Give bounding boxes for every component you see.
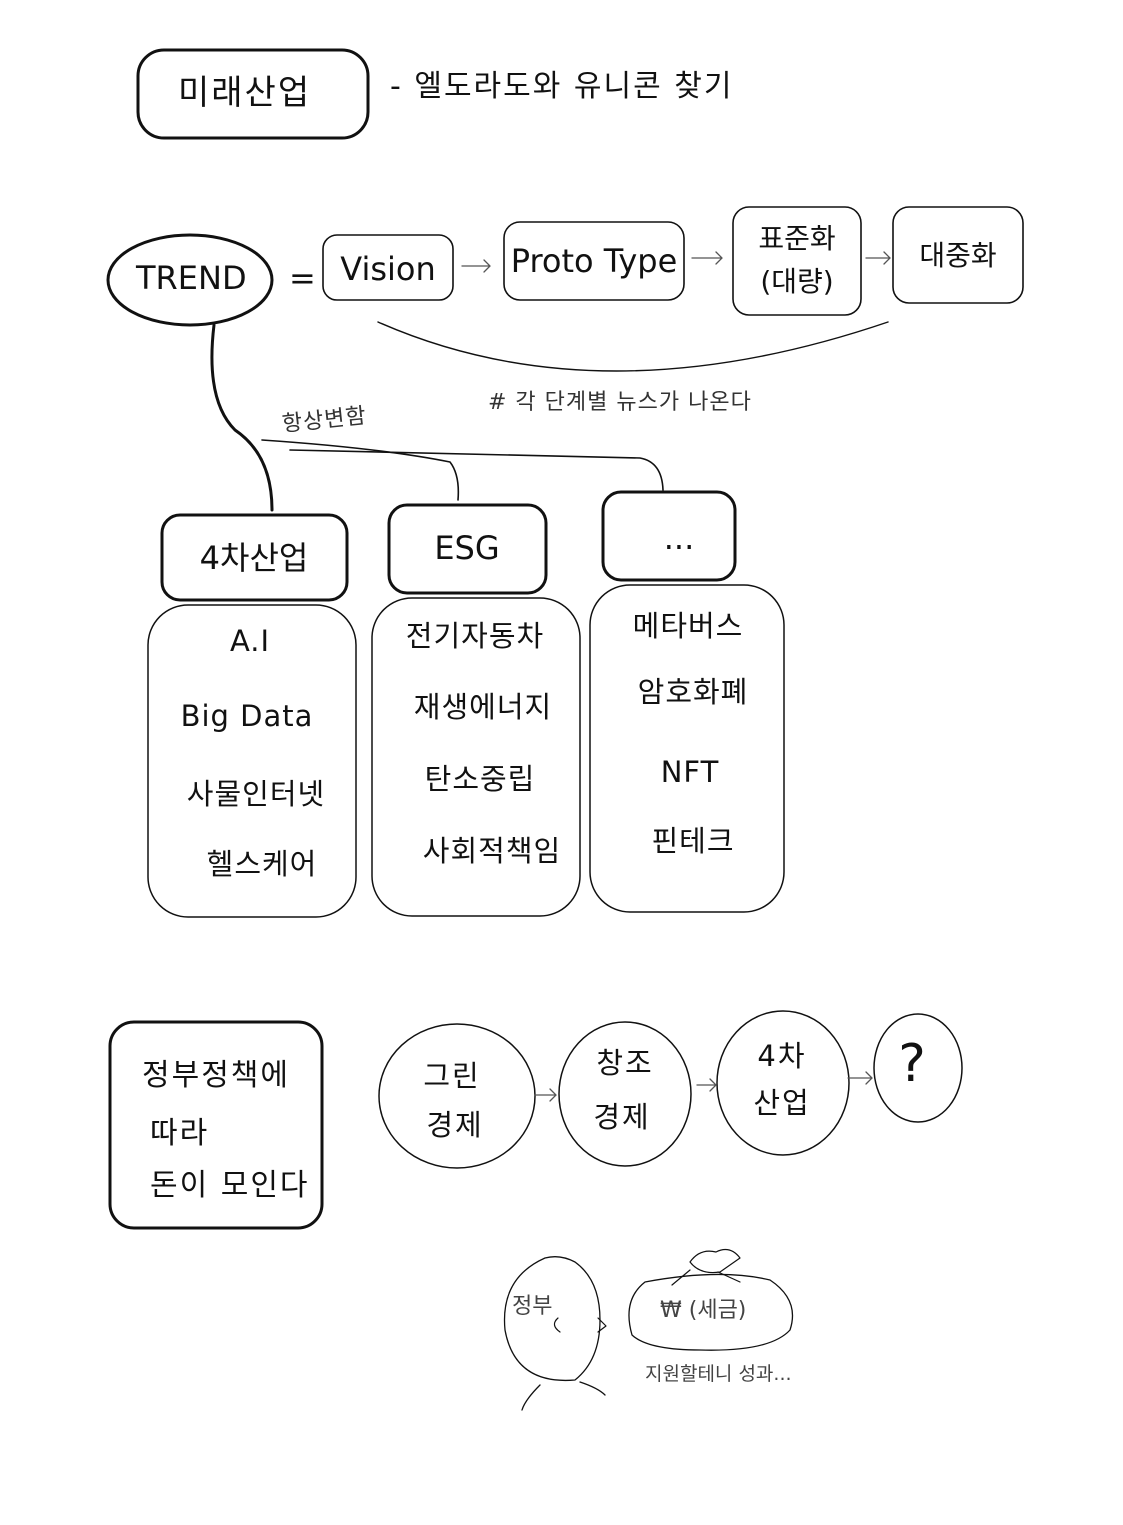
economy-circle-creative [558,1021,692,1167]
items-box-4th [147,604,357,918]
government-line-1: 정부정책에 [142,1058,290,1093]
economy-arrows [534,1071,873,1102]
category-title-more: ... [663,519,695,557]
government-line-3: 돈이 모인다 [150,1168,310,1203]
list-item: 핀테크 [651,824,735,858]
money-bag [628,1273,794,1351]
stage-box-standard [732,206,862,316]
list-item: Big Data [180,699,314,733]
economy-4th-line-2: 산업 [753,1086,811,1120]
economy-question: ? [898,1034,926,1094]
person-nose [597,1317,607,1333]
caption: 지원할테니 성과... [645,1363,792,1385]
trend-equals: = [289,259,316,297]
economy-circle-4th [716,1010,850,1156]
economy-circle-question [873,1013,963,1123]
stage-label-standard: 표준화 [758,222,836,255]
tree-branch [261,439,460,501]
economy-green-line-1: 그린 [423,1059,481,1093]
person-label: 정부 [512,1294,553,1319]
person-body [521,1381,606,1411]
list-item: 사회적책임 [422,834,562,868]
list-item: 헬스케어 [206,847,318,881]
category-box-more [601,490,737,582]
stage-box-vision [322,234,454,301]
tree-trunk [210,323,274,512]
person-ear [553,1317,561,1333]
trend-ellipse [106,233,274,327]
list-item: 사물인터넷 [186,777,326,811]
economy-circle-green [378,1023,536,1169]
list-item: 탄소중립 [424,762,536,796]
page-subtitle: - 엘도라도와 유니콘 찾기 [390,69,734,104]
category-title-4th: 4차산업 [199,539,309,577]
list-item: 전기자동차 [405,619,545,653]
stage-label-prototype: Proto Type [510,242,678,280]
page-title: 미래산업 [178,73,312,113]
stage-sub-standard: (대량) [760,265,834,298]
stage-box-prototype [503,221,685,301]
category-title-esg: ESG [434,529,500,567]
items-box-more [589,584,785,913]
stages-note: # 각 단계별 뉴스가 나온다 [488,390,752,415]
economy-creative-line-1: 창조 [596,1046,654,1080]
economy-4th-line-1: 4차 [757,1039,807,1073]
list-item: 암호화폐 [637,675,749,709]
category-box-4th [160,513,349,602]
stages-brace [377,321,889,372]
economy-creative-line-2: 경제 [593,1100,651,1134]
government-line-2: 따라 [150,1116,210,1151]
category-box-esg [387,503,548,595]
list-item: 메타버스 [632,609,744,643]
stage-label-mass: 대중화 [919,239,997,272]
government-box [108,1020,324,1230]
stage-arrows [461,251,891,273]
stage-label-vision: Vision [340,250,436,288]
list-item: 재생에너지 [413,690,553,724]
list-item: NFT [660,755,720,789]
economy-green-line-2: 경제 [426,1108,484,1142]
money-bag-tie [671,1248,741,1286]
title-box [136,48,370,140]
money-label: ₩ (세금) [660,1298,747,1323]
stage-box-mass [892,206,1024,304]
trend-label: TREND [136,259,247,297]
person-head [503,1256,601,1382]
tree-branch-2 [289,449,664,491]
items-box-esg [371,597,581,917]
list-item: A.I [229,624,271,658]
